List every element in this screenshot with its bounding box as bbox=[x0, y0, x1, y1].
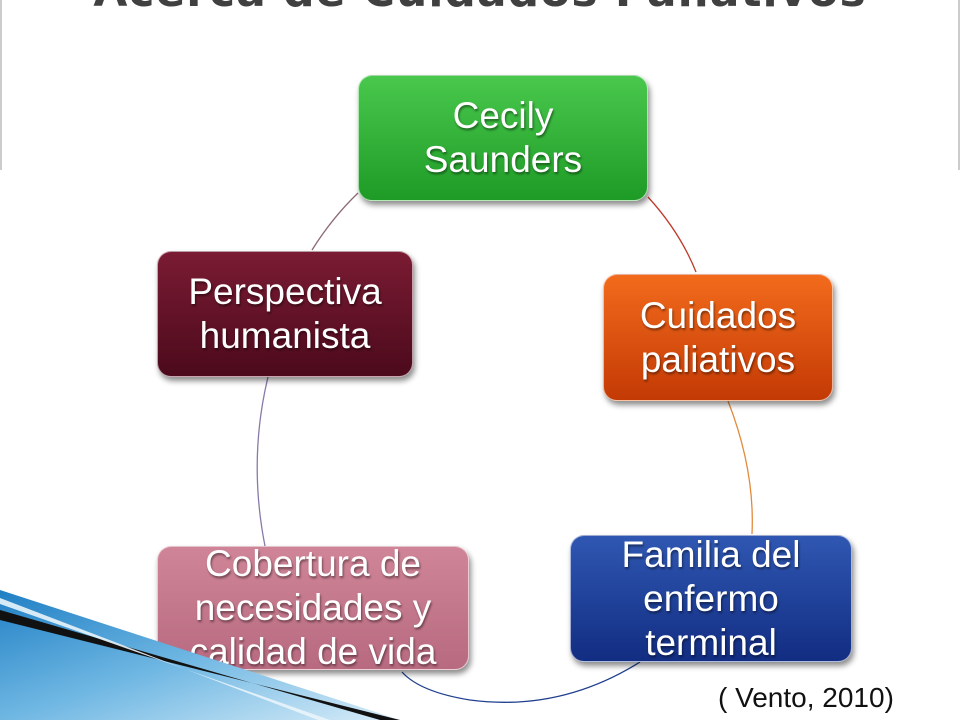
node-perspectiva-label: Perspectiva humanista bbox=[188, 271, 382, 356]
frame-line-left bbox=[0, 0, 2, 170]
slide-corner-decoration bbox=[0, 590, 400, 720]
node-cecily-saunders-label: Cecily Saunders bbox=[423, 95, 583, 180]
node-cuidados-paliativos-label: Cuidados paliativos bbox=[639, 294, 797, 380]
edge-familia-cobertura bbox=[401, 661, 641, 703]
edge-cobertura-perspectiva bbox=[256, 376, 269, 547]
node-cecily-saunders: Cecily Saunders bbox=[358, 75, 648, 201]
node-cobertura-label: Cobertura de necesidades y calidad de vi… bbox=[189, 543, 437, 672]
node-perspectiva-humanista: Perspectiva humanista bbox=[157, 251, 413, 377]
frame-line-right bbox=[958, 0, 960, 170]
citation: ( Vento, 2010) bbox=[718, 682, 894, 713]
node-cuidados-paliativos: Cuidados paliativos bbox=[603, 274, 833, 401]
slide-title: Acerca de Cuidados Paliativos bbox=[0, 0, 960, 17]
edge-cuidados-familia bbox=[727, 400, 753, 535]
edge-perspectiva-cecily bbox=[311, 192, 359, 251]
edge-cecily-cuidados bbox=[647, 196, 697, 273]
node-familia-enfermo-terminal: Familia del enfermo terminal bbox=[570, 533, 852, 663]
node-familia-label: Familia del enfermo terminal bbox=[621, 533, 801, 663]
decor-blue-sweep bbox=[0, 590, 400, 720]
node-cobertura-necesidades: Cobertura de necesidades y calidad de vi… bbox=[157, 543, 469, 672]
